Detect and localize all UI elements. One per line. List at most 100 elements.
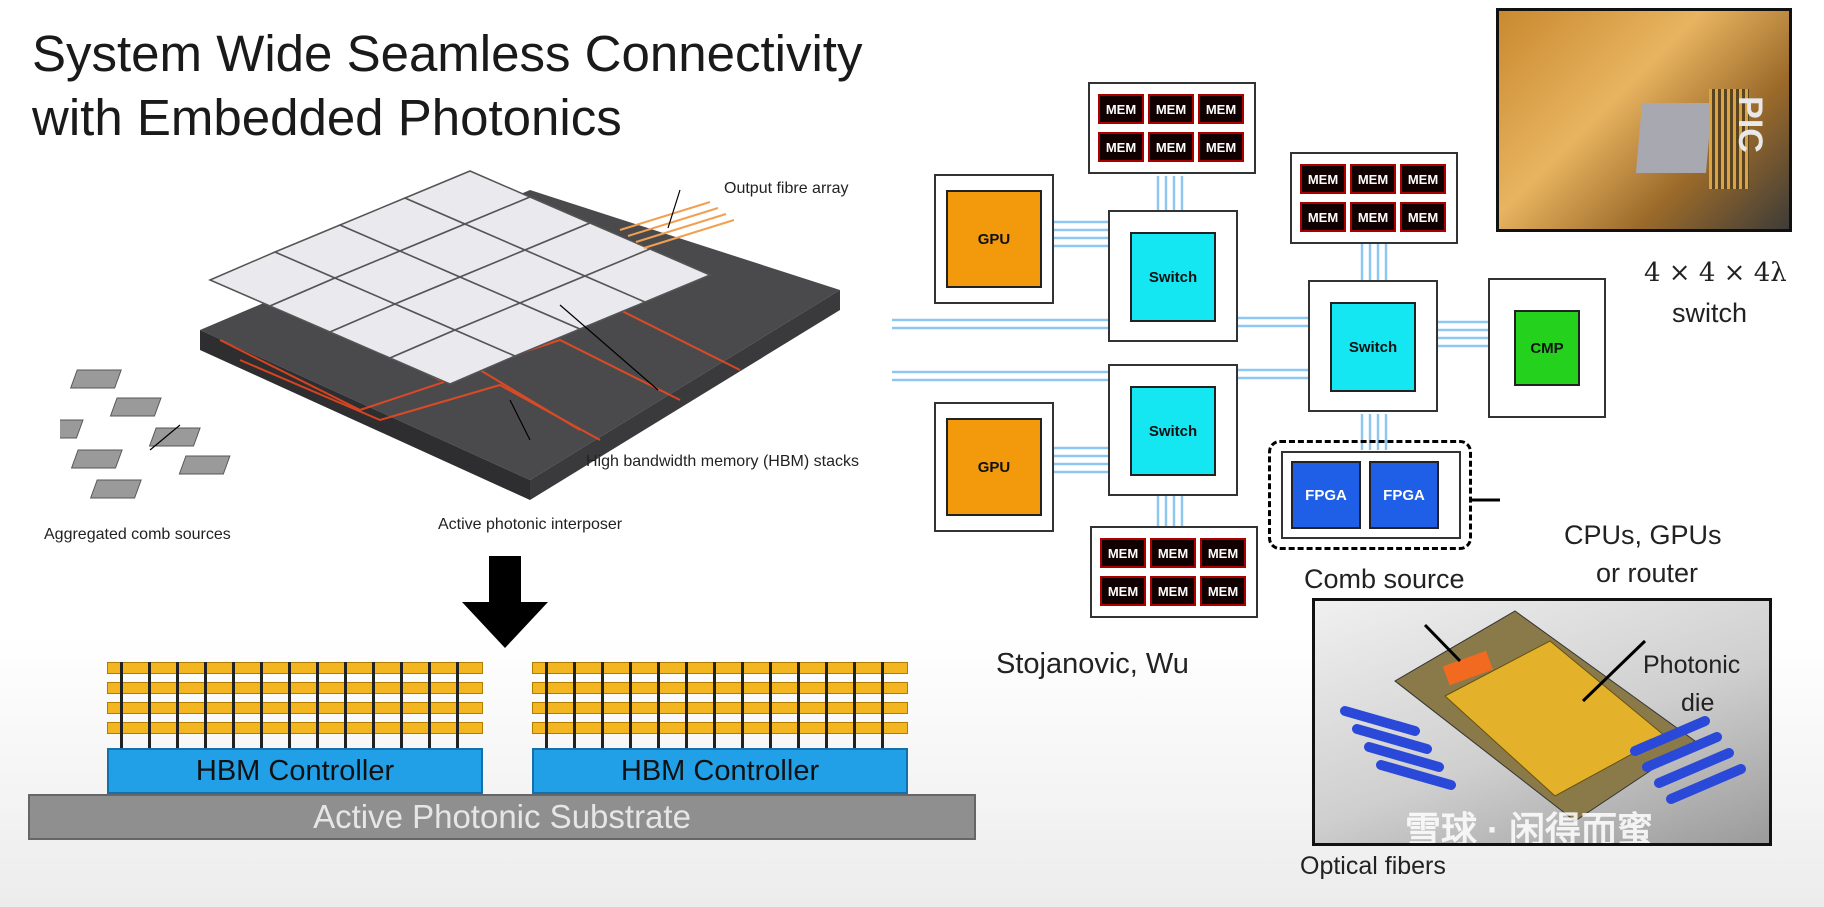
mem-chip: MEM xyxy=(1300,202,1346,232)
hbm-layer xyxy=(107,702,483,714)
switch-bottom-frame: Switch xyxy=(1108,364,1238,496)
tsv xyxy=(685,662,688,748)
hbm-controller-left: HBM Controller xyxy=(107,748,483,794)
mem-chip: MEM xyxy=(1200,576,1246,606)
tsv xyxy=(372,662,375,748)
mem-block-top: MEM MEM MEM MEM MEM MEM xyxy=(1088,82,1256,174)
mem-chip: MEM xyxy=(1098,94,1144,124)
hbm-layer xyxy=(107,662,483,674)
comb-chips xyxy=(60,369,231,499)
tsv xyxy=(797,662,800,748)
tsv xyxy=(288,662,291,748)
gpu-bottom-frame: GPU xyxy=(934,402,1054,532)
optical-fibers-label: Optical fibers xyxy=(1300,852,1446,880)
hbm-layer xyxy=(532,722,908,734)
hbm-controller-right: HBM Controller xyxy=(532,748,908,794)
tsv xyxy=(713,662,716,748)
fpga-frame: FPGA FPGA xyxy=(1281,451,1461,539)
cpu-label-line1: CPUs, GPUs xyxy=(1564,520,1722,550)
mem-chip: MEM xyxy=(1400,164,1446,194)
mem-chip: MEM xyxy=(1148,132,1194,162)
mem-chip: MEM xyxy=(1098,132,1144,162)
output-fibres xyxy=(619,201,735,249)
switch-top-frame: Switch xyxy=(1108,210,1238,342)
hbm-interposer-render xyxy=(60,170,840,500)
pic-chip-text: PIC xyxy=(1730,96,1769,153)
leader-lines xyxy=(149,189,681,451)
mem-block-right: MEM MEM MEM MEM MEM MEM xyxy=(1290,152,1458,244)
tsv xyxy=(881,662,884,748)
interposer-side-left xyxy=(200,330,530,500)
mem-chip: MEM xyxy=(1200,538,1246,568)
tsv xyxy=(456,662,459,748)
tsv xyxy=(260,662,263,748)
mem-chip: MEM xyxy=(1400,202,1446,232)
switch-bottom: Switch xyxy=(1130,386,1216,476)
mem-chip: MEM xyxy=(1350,202,1396,232)
down-arrow-icon xyxy=(462,556,548,648)
hbm-layer xyxy=(532,662,908,674)
tsv xyxy=(148,662,151,748)
hbm-layer xyxy=(107,722,483,734)
gpu-bottom: GPU xyxy=(946,418,1042,516)
switch-center: Switch xyxy=(1330,302,1416,392)
mem-chip: MEM xyxy=(1350,164,1396,194)
title-line-1: System Wide Seamless Connectivity xyxy=(32,25,863,82)
output-fibre-label: Output fibre array xyxy=(724,180,849,197)
tsv xyxy=(344,662,347,748)
switch-top: Switch xyxy=(1130,232,1216,322)
tsv xyxy=(769,662,772,748)
pic-chip-die xyxy=(1635,103,1713,173)
comb-source-photo: Photonic die 雪球 · 闲得而蜜 xyxy=(1312,598,1772,846)
photonic-die-line2: die xyxy=(1681,689,1715,717)
mem-chip: MEM xyxy=(1100,576,1146,606)
gpu-top-frame: GPU xyxy=(934,174,1054,304)
interposer-label: Active photonic interposer xyxy=(438,516,623,533)
fpga-left: FPGA xyxy=(1291,461,1361,529)
fpga-group: FPGA FPGA xyxy=(1268,440,1472,550)
credit-label: Stojanovic, Wu xyxy=(996,648,1189,680)
fpga-right: FPGA xyxy=(1369,461,1439,529)
comb-pointer xyxy=(1423,623,1462,663)
tsv xyxy=(204,662,207,748)
switch-center-frame: Switch xyxy=(1308,280,1438,412)
gpu-top: GPU xyxy=(946,190,1042,288)
tsv xyxy=(629,662,632,748)
tsv xyxy=(741,662,744,748)
mem-chip: MEM xyxy=(1150,576,1196,606)
mem-chip: MEM xyxy=(1300,164,1346,194)
tsv xyxy=(825,662,828,748)
photonic-die-line1: Photonic xyxy=(1643,651,1741,679)
watermark: 雪球 · 闲得而蜜 xyxy=(1405,809,1653,846)
tsv xyxy=(400,662,403,748)
cpu-label-line2: or router xyxy=(1596,558,1699,588)
switch-spec-line2: switch xyxy=(1672,298,1748,328)
hbm-layer xyxy=(532,702,908,714)
tsv xyxy=(545,662,548,748)
tsv xyxy=(120,662,123,748)
comb-source-label: Comb source xyxy=(1304,564,1465,594)
mem-chip: MEM xyxy=(1148,94,1194,124)
wire-bonds xyxy=(1709,89,1749,189)
tsv xyxy=(316,662,319,748)
active-photonic-substrate: Active Photonic Substrate xyxy=(28,794,976,840)
hbm-layer xyxy=(107,682,483,694)
hbm-stacks-label: High bandwidth memory (HBM) stacks xyxy=(586,453,859,470)
photonic-pointer xyxy=(1581,639,1647,703)
switch-spec-line1: 4 × 4 × 4λ xyxy=(1644,258,1787,288)
mem-block-bottom: MEM MEM MEM MEM MEM MEM xyxy=(1090,526,1258,618)
hbm-layer xyxy=(532,682,908,694)
pic-photo: PIC xyxy=(1496,8,1792,232)
tsv xyxy=(176,662,179,748)
cmp-chip: CMP xyxy=(1514,310,1580,386)
mem-chip: MEM xyxy=(1198,94,1244,124)
tsv xyxy=(573,662,576,748)
mem-chip: MEM xyxy=(1100,538,1146,568)
comb-sources-label: Aggregated comb sources xyxy=(44,526,231,543)
tsv xyxy=(657,662,660,748)
tsv xyxy=(601,662,604,748)
tsv xyxy=(232,662,235,748)
tsv xyxy=(853,662,856,748)
mem-chip: MEM xyxy=(1198,132,1244,162)
title-line-2: with Embedded Photonics xyxy=(32,89,622,146)
